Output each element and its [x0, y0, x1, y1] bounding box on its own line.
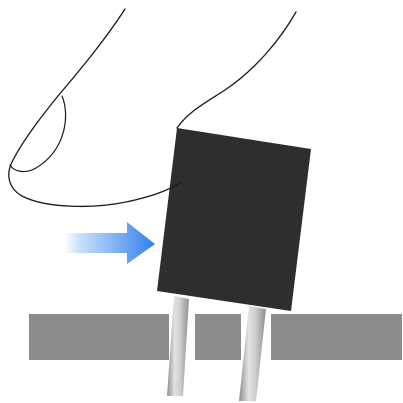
board-right — [271, 314, 402, 360]
push-arrow — [64, 222, 155, 264]
finger-outline — [8, 8, 297, 208]
component-leads — [167, 296, 266, 401]
lead-left — [167, 296, 189, 396]
lead-right — [239, 306, 266, 401]
finger-top-edge — [8, 8, 182, 208]
board-left — [29, 314, 169, 360]
finger-bottom-edge — [176, 11, 297, 129]
component-body — [157, 128, 311, 311]
board — [29, 314, 402, 360]
board-middle — [195, 314, 241, 360]
fingernail-outline — [9, 95, 67, 173]
